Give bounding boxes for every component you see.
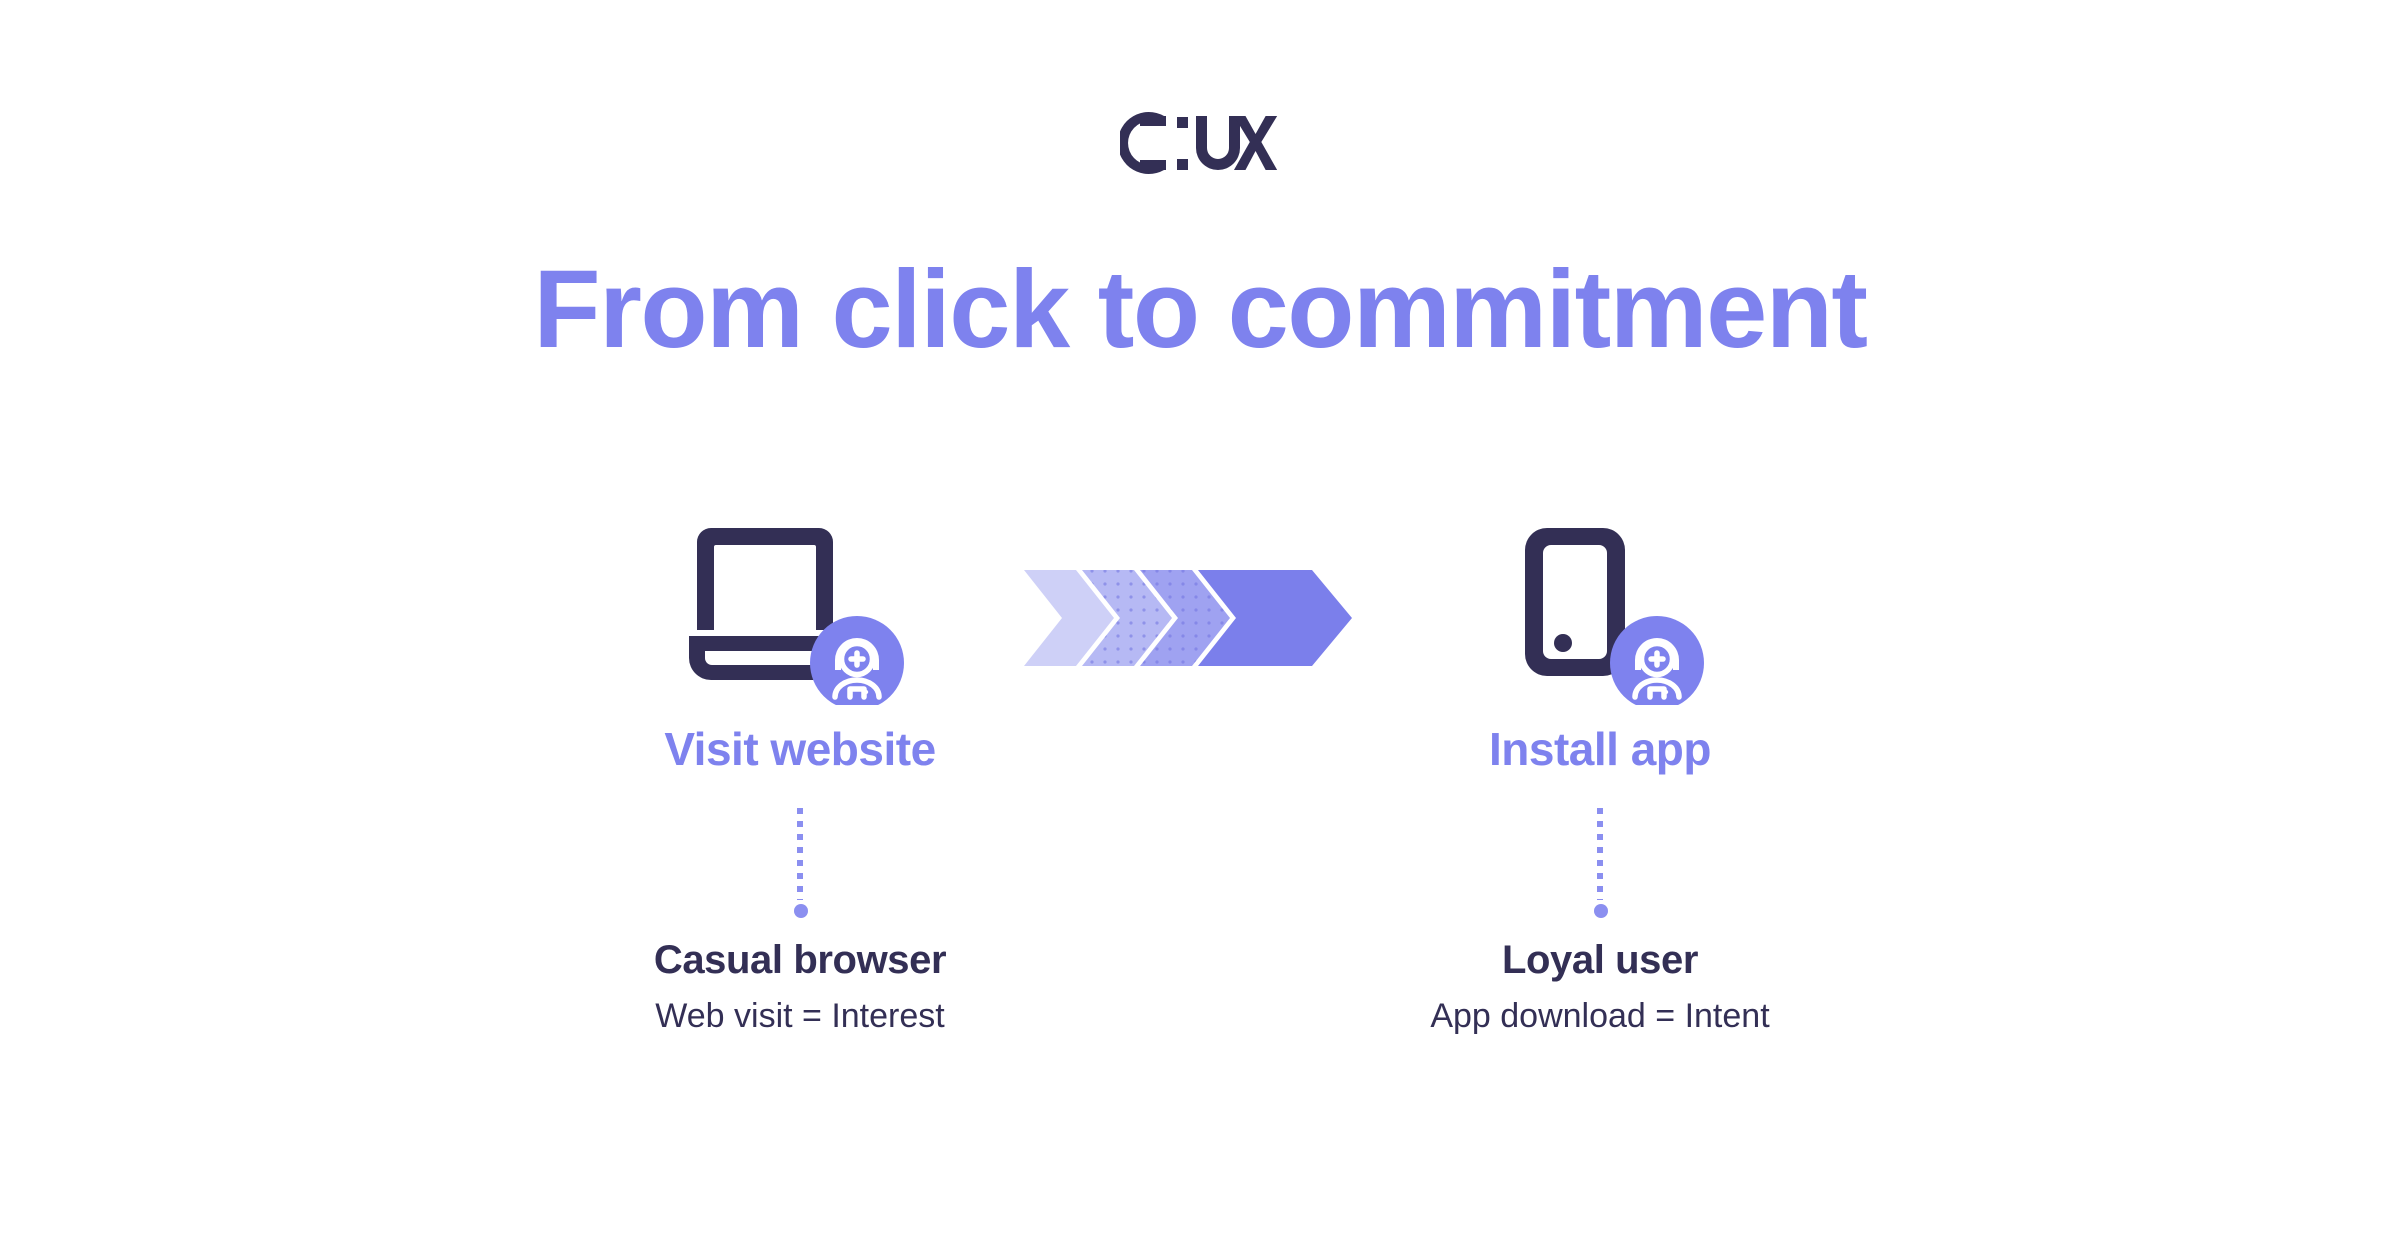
flow-step-install-app: Install app Loyal user App download = In… (1340, 520, 1860, 1035)
flow-step-label-install-app: Install app (1489, 723, 1711, 775)
progress-chevron-arrow-icon (1024, 570, 1352, 666)
user-add-badge-icon (1632, 638, 1682, 700)
connector-dots (1597, 808, 1603, 900)
connector-line-left (794, 808, 808, 920)
progress-chevron-arrow (1024, 568, 1354, 668)
flow-step-label-visit-website: Visit website (664, 723, 936, 775)
flow-step-visit-website: Visit website Casual browser Web visit =… (540, 520, 1060, 1035)
mobile-phone-icon (1525, 528, 1704, 705)
page-title: From click to commitment (533, 248, 1868, 371)
cux-logo-icon (1120, 112, 1278, 174)
phone-home-dot (1554, 634, 1572, 652)
chevron-segment-4 (1198, 570, 1352, 666)
user-add-badge-icon (832, 638, 882, 700)
laptop-icon (689, 528, 904, 705)
laptop-icon-stage (540, 520, 1060, 710)
connector-end-dot (794, 904, 808, 918)
connector-end-dot (1594, 904, 1608, 918)
flow-step-title-casual-browser: Casual browser (653, 938, 947, 982)
flow-step-title-loyal-user: Loyal user (1501, 938, 1699, 982)
flow-step-subtitle-casual-browser: Web visit = Interest (655, 997, 945, 1035)
connector-line-right (1594, 808, 1608, 920)
chevron-segment-1 (1024, 570, 1114, 666)
flow-step-subtitle-loyal-user: App download = Intent (1430, 997, 1770, 1035)
flow-diagram: Visit website Casual browser Web visit =… (0, 520, 2400, 1220)
connector-dots (797, 808, 803, 900)
phone-icon-stage (1340, 520, 1860, 710)
brand-logo (0, 112, 2400, 174)
